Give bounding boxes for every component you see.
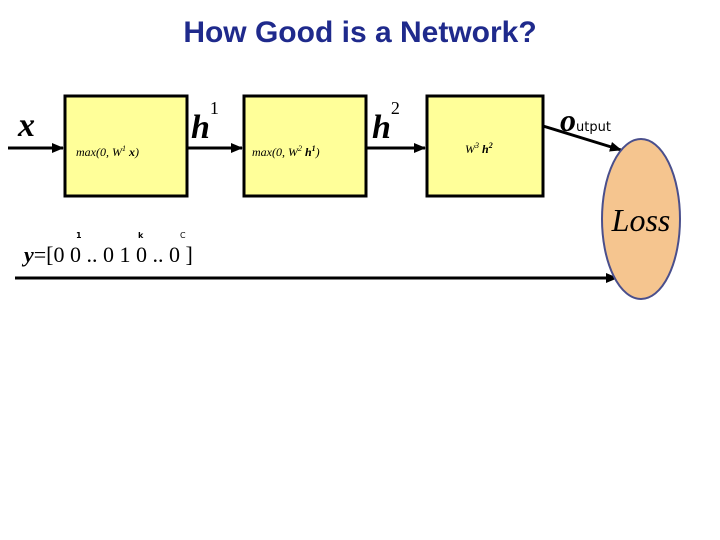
loss-node [601,138,681,300]
input-x-label: x [17,107,35,144]
target-index-k: k [138,231,144,240]
hidden-h2-label: h2 [372,98,400,146]
loss-label: Loss [611,202,671,238]
layer-block-2 [242,94,368,198]
target-vector: y=[0 0 .. 0 1 0 .. 0 ] [21,242,193,267]
slide-title: How Good is a Network? [183,16,537,49]
layer-block-1 [63,94,189,198]
hidden-h1-label: h1 [191,98,219,146]
output-label: output [560,102,611,138]
arrow-block3-to-loss [542,124,622,152]
target-index-c: C [180,231,186,240]
layer-block-3 [425,94,545,198]
target-index-1: 1 [76,231,82,240]
